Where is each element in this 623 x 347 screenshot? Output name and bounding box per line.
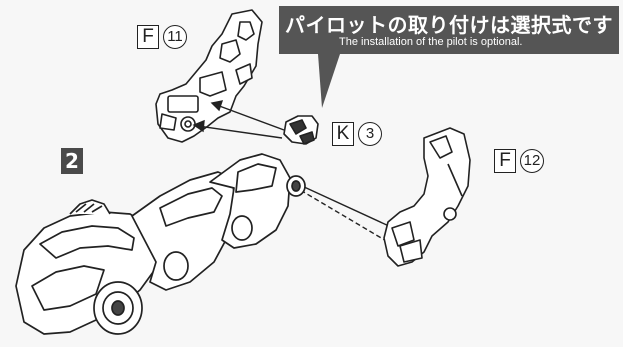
part-label-k3: K 3: [332, 122, 382, 146]
part-f11-drawing: [155, 9, 263, 143]
part-number-circle: 11: [163, 25, 187, 49]
part-number-circle: 12: [520, 149, 544, 173]
optional-pilot-callout: パイロットの取り付けは選択式です The installation of the…: [279, 6, 619, 54]
step-number-badge: 2: [61, 148, 83, 174]
part-label-f12: F 12: [494, 149, 544, 173]
part-runner-letter: F: [494, 149, 516, 173]
part-runner-letter: K: [332, 122, 354, 146]
part-number-circle: 3: [358, 122, 382, 146]
part-label-f11: F 11: [137, 25, 187, 49]
callout-title: パイロットの取り付けは選択式です: [285, 13, 613, 37]
main-body-drawing: [15, 153, 306, 335]
part-runner-letter: F: [137, 25, 159, 49]
part-f12-drawing: [383, 127, 471, 267]
callout-subtitle: The installation of the pilot is optiona…: [339, 36, 523, 48]
callout-pointer: [318, 54, 340, 108]
part-k3-drawing: [283, 115, 319, 145]
